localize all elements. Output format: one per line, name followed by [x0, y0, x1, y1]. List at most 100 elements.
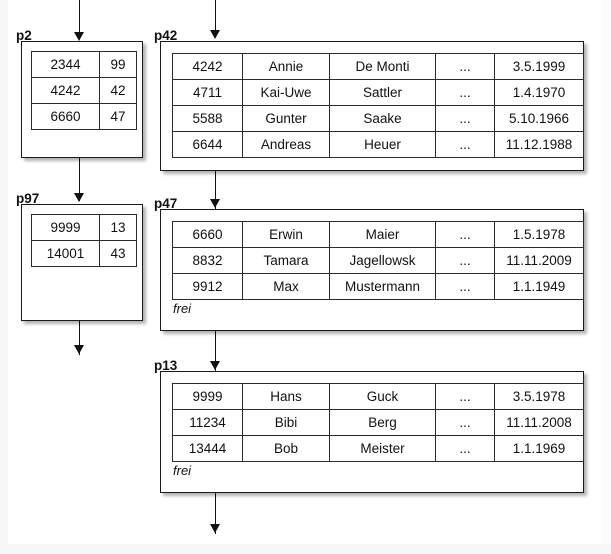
arrow-p2-to-p97-line [79, 157, 81, 201]
page-label-p13: p13 [154, 358, 178, 373]
cell-pointer: 99 [99, 51, 137, 78]
table-row[interactable]: 6660 47 [31, 103, 137, 130]
arrow-into-p2-line [79, 0, 81, 36]
arrow-p42-to-p47-line [215, 170, 217, 210]
table-row[interactable]: 6644 Andreas Heuer ... 11.12.1988 [172, 131, 584, 158]
page-box-p13[interactable]: 9999 Hans Guck ... 3.5.1978 11234 Bibi B… [160, 371, 584, 493]
cell-first-name: Annie [242, 53, 330, 80]
cell-key: 6660 [31, 103, 100, 130]
cell-more: ... [435, 383, 495, 410]
table-row[interactable]: 2344 99 [31, 51, 137, 78]
table-row[interactable]: 8832 Tamara Jagellowsk ... 11.11.2009 [172, 247, 584, 274]
cell-last-name: Jagellowsk [329, 247, 436, 274]
cell-more: ... [435, 409, 495, 436]
cell-date: 5.10.1966 [494, 105, 584, 132]
page-label-p97: p97 [16, 191, 40, 206]
directory-table-p2[interactable]: 2344 99 4242 42 6660 47 [31, 51, 137, 130]
cell-first-name: Bob [242, 435, 330, 462]
table-row[interactable]: 9999 Hans Guck ... 3.5.1978 [172, 383, 584, 410]
cell-key: 9999 [31, 214, 100, 241]
arrow-into-p42-line [215, 0, 217, 36]
cell-last-name: Sattler [329, 79, 436, 106]
cell-id: 11234 [172, 409, 243, 436]
cell-date: 1.1.1969 [494, 435, 584, 462]
table-row[interactable]: 14001 43 [31, 240, 137, 267]
cell-first-name: Tamara [242, 247, 330, 274]
cell-last-name: Heuer [329, 131, 436, 158]
cell-id: 8832 [172, 247, 243, 274]
cell-date: 11.11.2009 [494, 247, 584, 274]
page-label-p42: p42 [154, 28, 178, 43]
cell-pointer: 43 [99, 240, 137, 267]
cell-date: 3.5.1978 [494, 383, 584, 410]
arrow-into-p2-head [74, 32, 84, 41]
cell-first-name: Erwin [242, 221, 330, 248]
cell-more: ... [435, 273, 495, 300]
table-row[interactable]: 6660 Erwin Maier ... 1.5.1978 [172, 221, 584, 248]
cell-date: 3.5.1999 [494, 53, 584, 80]
cell-id: 4242 [172, 53, 243, 80]
page-label-p2: p2 [16, 28, 32, 43]
page-gutter-left [0, 0, 8, 554]
cell-id: 13444 [172, 435, 243, 462]
cell-first-name: Kai-Uwe [242, 79, 330, 106]
cell-key: 4242 [31, 77, 100, 104]
directory-table-p97[interactable]: 9999 13 14001 43 [31, 214, 137, 267]
cell-more: ... [435, 247, 495, 274]
cell-last-name: Guck [329, 383, 436, 410]
table-row[interactable]: 4242 42 [31, 77, 137, 104]
cell-date: 1.4.1970 [494, 79, 584, 106]
cell-date: 1.5.1978 [494, 221, 584, 248]
free-space-label-p47: frei [173, 301, 192, 316]
table-row[interactable]: 9999 13 [31, 214, 137, 241]
cell-last-name: Meister [329, 435, 436, 462]
page-gutter-right [602, 0, 611, 554]
cell-last-name: Berg [329, 409, 436, 436]
table-row[interactable]: 4711 Kai-Uwe Sattler ... 1.4.1970 [172, 79, 584, 106]
cell-pointer: 13 [99, 214, 137, 241]
arrow-into-p42-head [210, 30, 220, 39]
page-gutter-bottom [0, 544, 611, 554]
page-label-p47: p47 [154, 196, 178, 211]
free-space-label-p13: frei [173, 463, 192, 478]
table-row[interactable]: 11234 Bibi Berg ... 11.11.2008 [172, 409, 584, 436]
cell-last-name: Saake [329, 105, 436, 132]
cell-id: 9999 [172, 383, 243, 410]
cell-id: 9912 [172, 273, 243, 300]
page-box-p2[interactable]: 2344 99 4242 42 6660 47 [21, 41, 143, 158]
cell-more: ... [435, 435, 495, 462]
cell-last-name: Maier [329, 221, 436, 248]
cell-pointer: 47 [99, 103, 137, 130]
cell-first-name: Andreas [242, 131, 330, 158]
arrow-p13-down-head [210, 524, 220, 533]
cell-date: 1.1.1949 [494, 273, 584, 300]
cell-id: 6660 [172, 221, 243, 248]
cell-date: 11.11.2008 [494, 409, 584, 436]
cell-last-name: Mustermann [329, 273, 436, 300]
data-table-p47[interactable]: 6660 Erwin Maier ... 1.5.1978 8832 Tamar… [172, 221, 584, 300]
cell-more: ... [435, 79, 495, 106]
cell-more: ... [435, 221, 495, 248]
table-row[interactable]: 13444 Bob Meister ... 1.1.1969 [172, 435, 584, 462]
arrow-p2-to-p97-head [74, 193, 84, 202]
cell-first-name: Gunter [242, 105, 330, 132]
table-row[interactable]: 5588 Gunter Saake ... 5.10.1966 [172, 105, 584, 132]
table-row[interactable]: 9912 Max Mustermann ... 1.1.1949 [172, 273, 584, 300]
page-box-p97[interactable]: 9999 13 14001 43 [21, 204, 143, 321]
cell-more: ... [435, 53, 495, 80]
cell-key: 2344 [31, 51, 100, 78]
arrow-p13-down-line [215, 492, 217, 534]
page-box-p47[interactable]: 6660 Erwin Maier ... 1.5.1978 8832 Tamar… [160, 209, 584, 331]
data-table-p42[interactable]: 4242 Annie De Monti ... 3.5.1999 4711 Ka… [172, 53, 584, 158]
cell-first-name: Hans [242, 383, 330, 410]
data-table-p13[interactable]: 9999 Hans Guck ... 3.5.1978 11234 Bibi B… [172, 383, 584, 462]
arrow-p47-to-p13-head [210, 361, 220, 370]
arrow-p47-to-p13-line [215, 330, 217, 372]
arrow-p97-down-line [79, 319, 81, 355]
table-row[interactable]: 4242 Annie De Monti ... 3.5.1999 [172, 53, 584, 80]
cell-date: 11.12.1988 [494, 131, 584, 158]
cell-more: ... [435, 131, 495, 158]
cell-key: 14001 [31, 240, 100, 267]
page-box-p42[interactable]: 4242 Annie De Monti ... 3.5.1999 4711 Ka… [160, 41, 584, 171]
